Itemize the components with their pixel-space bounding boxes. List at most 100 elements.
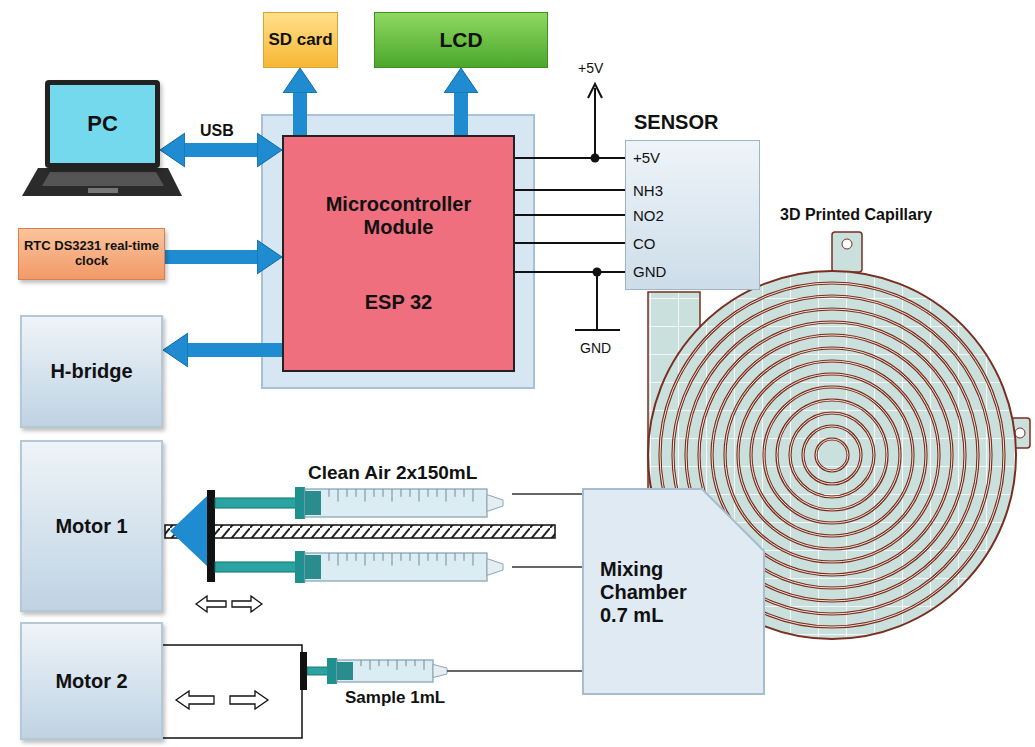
part-label: 3D Printed Capillary bbox=[780, 206, 932, 224]
box-label: Motor 2 bbox=[55, 670, 127, 693]
component-box: Motor 2 bbox=[20, 622, 163, 740]
box-label: H-bridge bbox=[50, 360, 132, 383]
signal-wire bbox=[515, 157, 625, 159]
box-label: LCD bbox=[439, 28, 482, 52]
drawing-part bbox=[487, 559, 503, 576]
drawing-part bbox=[383, 553, 384, 561]
drawing-part bbox=[816, 439, 848, 471]
edge-label: USB bbox=[200, 122, 234, 140]
signal-wire bbox=[515, 271, 625, 273]
drawing-part bbox=[446, 553, 447, 566]
drawing-part bbox=[455, 553, 456, 561]
drawing-part bbox=[790, 413, 874, 497]
box-label: RTC DS3231 real-time clock bbox=[23, 239, 160, 269]
drawing-part bbox=[347, 489, 348, 497]
component-box: PC bbox=[45, 80, 160, 168]
drawing-part bbox=[487, 495, 503, 512]
drawing-part bbox=[165, 525, 555, 538]
drawing-part bbox=[370, 660, 371, 670]
drawing-part bbox=[803, 426, 861, 484]
pin-name: +5V bbox=[633, 149, 660, 166]
drawing-part bbox=[374, 489, 375, 497]
drawing-part bbox=[305, 553, 487, 581]
drawing-part bbox=[1015, 428, 1025, 438]
drawing-part bbox=[388, 660, 389, 666]
bus-arrow bbox=[293, 92, 307, 135]
mixing-chamber: Mixing Chamber 0.7 mL bbox=[582, 488, 765, 695]
drawing-part bbox=[596, 272, 598, 330]
drawing-part bbox=[738, 361, 926, 549]
drawing-part bbox=[356, 553, 357, 561]
drawing-part bbox=[406, 660, 407, 666]
box-label: Mixing Chamber 0.7 mL bbox=[600, 558, 710, 627]
signal-wire bbox=[515, 242, 625, 244]
drawing-part bbox=[230, 691, 268, 709]
sensor-box: SENSOR+5VNH3NO2COGND bbox=[625, 140, 760, 290]
drawing-part bbox=[22, 168, 182, 196]
pin-name: NH3 bbox=[633, 182, 663, 199]
syringes bbox=[215, 487, 503, 684]
signal-wire bbox=[515, 189, 625, 191]
motor-2-bracket bbox=[163, 645, 302, 738]
box-label: Microcontroller Module bbox=[288, 193, 509, 239]
drawing-part bbox=[473, 489, 474, 502]
drawing-part bbox=[594, 88, 596, 158]
drawing-part bbox=[338, 489, 339, 502]
drawing-part bbox=[751, 374, 913, 536]
bus-arrow bbox=[165, 250, 258, 264]
power-wiring bbox=[575, 84, 620, 330]
part-label: Sample 1mL bbox=[345, 688, 445, 708]
drawing-part bbox=[163, 645, 302, 738]
component-box: SD card bbox=[263, 12, 338, 68]
drawing-part bbox=[347, 553, 348, 561]
plunger-plate bbox=[300, 652, 307, 690]
drawing-part bbox=[327, 658, 337, 684]
box-label: SD card bbox=[268, 30, 332, 50]
drawing-part bbox=[410, 553, 411, 561]
drawing-part bbox=[816, 439, 848, 471]
drawing-part bbox=[512, 493, 583, 495]
drawing-part bbox=[207, 490, 215, 582]
signal-wire bbox=[515, 214, 625, 216]
pin-name: CO bbox=[633, 235, 656, 252]
drawing-part bbox=[415, 660, 416, 666]
drawing-part bbox=[473, 553, 474, 566]
drawing-part bbox=[410, 489, 411, 497]
drawing-part bbox=[338, 553, 339, 566]
drawing-part bbox=[464, 553, 465, 561]
drawing-part bbox=[295, 487, 305, 519]
drawing-part bbox=[196, 596, 226, 612]
drawing-part bbox=[777, 400, 887, 510]
drawing-part bbox=[447, 670, 583, 672]
drawing-part bbox=[397, 660, 398, 670]
drawing-part bbox=[305, 555, 321, 579]
drawing-part bbox=[170, 496, 207, 566]
drawing-part bbox=[725, 348, 939, 562]
drawing-part bbox=[437, 553, 438, 561]
drawing-part bbox=[401, 553, 402, 561]
drawing-part bbox=[295, 551, 305, 583]
box-label: Motor 1 bbox=[55, 515, 127, 538]
rail-label: +5V bbox=[578, 60, 603, 76]
drawing-part bbox=[365, 489, 366, 502]
drawing-part bbox=[365, 553, 366, 566]
drawing-part bbox=[88, 188, 118, 193]
drawing-part bbox=[764, 387, 900, 523]
component-box: Microcontroller ModuleESP 32 bbox=[282, 135, 515, 372]
bus-arrow bbox=[454, 92, 468, 135]
drawing-part bbox=[428, 553, 429, 561]
drawing-part bbox=[392, 489, 393, 502]
drawing-part bbox=[383, 489, 384, 497]
drawing-part bbox=[777, 400, 887, 510]
drawing-part bbox=[329, 489, 330, 497]
drawing-part bbox=[751, 374, 913, 536]
drawing-part bbox=[329, 553, 330, 561]
module-frame bbox=[262, 115, 534, 388]
drawing-part bbox=[764, 387, 900, 523]
drawing-part bbox=[803, 426, 861, 484]
laptop-base bbox=[22, 168, 182, 196]
drawing-part bbox=[176, 691, 214, 709]
component-box: Motor 1 bbox=[20, 440, 163, 612]
sensor-heading: SENSOR bbox=[634, 111, 718, 134]
